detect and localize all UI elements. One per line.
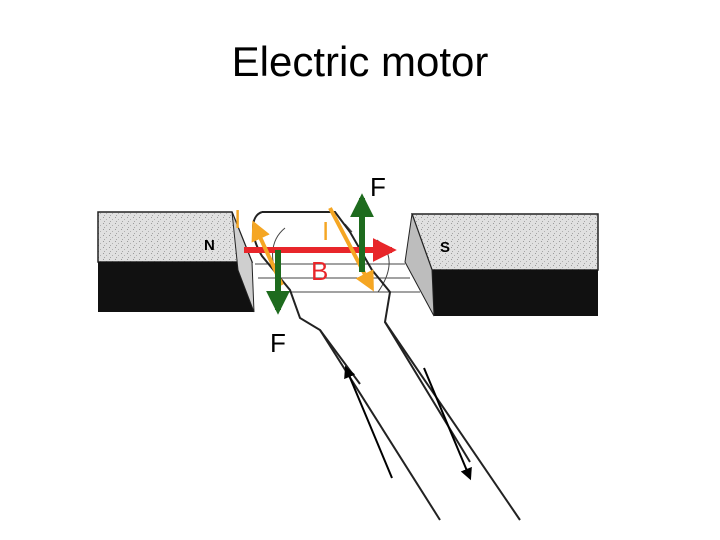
force-label-bottom: F [270,328,286,358]
current-lead-up-arrow [344,365,393,479]
pole-north-label: N [204,237,215,254]
current-arrow-right [328,207,374,292]
current-label-left: I [234,204,241,234]
force-label-top: F [370,172,386,202]
current-lead-down-arrow [423,367,472,481]
current-label-right: I [322,216,329,246]
slide-title: Electric motor [231,38,489,85]
pole-south-label: S [440,239,450,256]
north-magnet [97,211,255,313]
field-label: B [311,256,328,286]
south-magnet [404,213,599,317]
